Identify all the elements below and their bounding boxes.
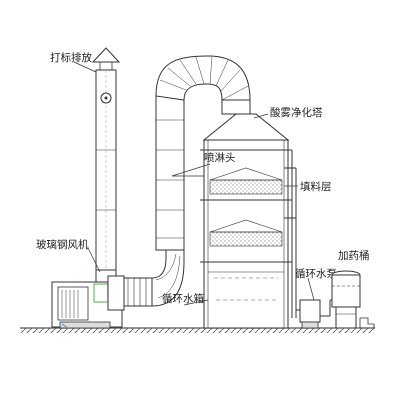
exhaust-duct xyxy=(155,55,251,251)
circulation-pump xyxy=(296,299,330,329)
pump-label: 循环水泵 xyxy=(295,267,337,280)
fan-leader xyxy=(87,247,101,273)
scrubber-tower xyxy=(200,113,292,329)
tower-leader xyxy=(253,113,269,119)
spray-leader xyxy=(171,163,211,177)
motor-icon xyxy=(93,283,109,303)
tank-label: 循环水箱 xyxy=(162,292,204,305)
pump-leader xyxy=(307,277,315,301)
circle-damper-icon xyxy=(100,92,112,104)
fan-unit xyxy=(51,275,125,329)
dosing-label: 加药桶 xyxy=(338,249,370,262)
spray-pipe xyxy=(284,150,297,318)
ground xyxy=(20,327,375,333)
exhaust-stack xyxy=(91,47,121,271)
stack-label: 打标排放 xyxy=(50,51,92,64)
inlet-duct xyxy=(123,249,185,307)
tank-leader xyxy=(183,299,209,306)
packing-label: 填料层 xyxy=(300,180,332,193)
fan-label: 玻璃钢风机 xyxy=(36,238,89,251)
tower-label: 酸雾净化塔 xyxy=(270,106,323,119)
spray-label: 喷淋头 xyxy=(204,151,236,164)
dosing-tank xyxy=(329,270,375,328)
stack-leader xyxy=(73,61,97,73)
